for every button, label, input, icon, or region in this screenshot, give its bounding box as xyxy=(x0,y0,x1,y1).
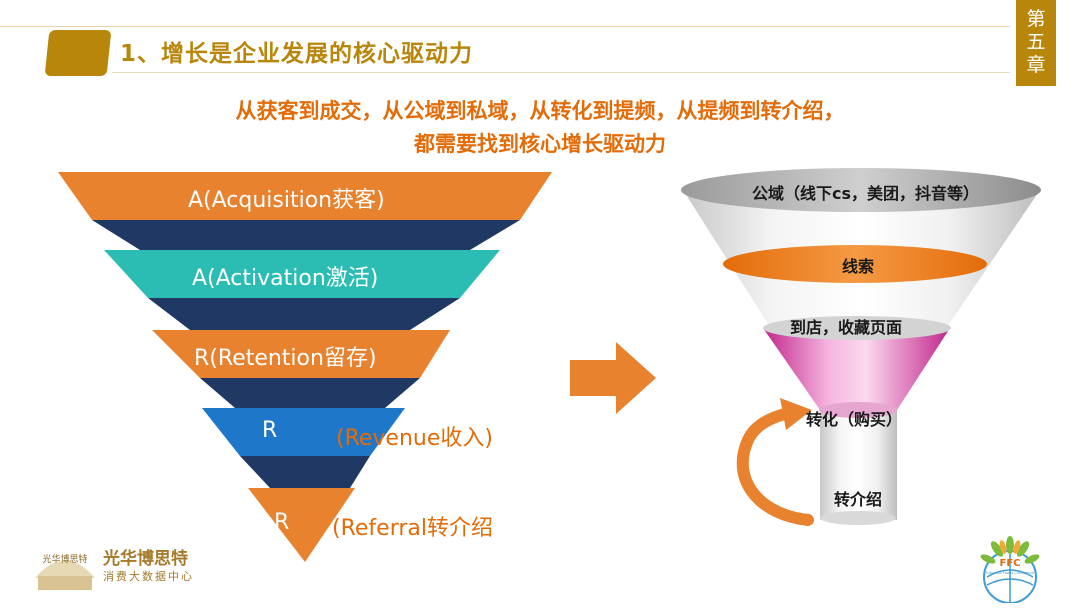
chapter-tab: 第 五 章 xyxy=(1016,0,1056,86)
funnel-referral-label: 转介绍 xyxy=(834,490,883,509)
funnel-band-referral xyxy=(248,488,355,562)
funnel-band-retention xyxy=(152,330,450,378)
funnel-store-label: 到店，收藏页面 xyxy=(790,318,903,337)
logo-emblem-text: 光华博思特 xyxy=(42,553,87,565)
funnel-band-activation xyxy=(104,250,500,298)
stage-revenue-label: (Revenue收入) xyxy=(336,426,493,451)
funnel-connector xyxy=(92,220,520,250)
return-arrow-icon xyxy=(780,398,812,430)
funnel-band-revenue xyxy=(202,408,405,456)
funnel-connector xyxy=(240,456,370,488)
stage-referral-letter: R xyxy=(274,510,290,535)
subtitle-line-2: 都需要找到核心增长驱动力 xyxy=(414,132,666,156)
ffc-logo-subtext: Futuristic Foods Conference xyxy=(986,571,1035,575)
logo-name: 光华博思特 xyxy=(103,549,188,569)
chapter-char: 五 xyxy=(1026,31,1046,53)
title-rule xyxy=(112,72,1010,73)
stage-retention-label: R(Retention留存) xyxy=(194,346,377,371)
sales-funnel-right xyxy=(681,168,1041,526)
guanghua-logo-emblem: 光华博思特 xyxy=(35,553,95,590)
funnel-leads-label: 线索 xyxy=(842,257,875,276)
page-title: 1、增长是企业发展的核心驱动力 xyxy=(120,41,474,67)
funnel-connector xyxy=(200,378,420,408)
chapter-char: 第 xyxy=(1026,8,1046,30)
subtitle-line-1: 从获客到成交，从公域到私域，从转化到提频，从提频到转介绍， xyxy=(235,99,845,123)
chapter-char: 章 xyxy=(1026,54,1046,76)
funnel-connector xyxy=(148,298,460,330)
stage-referral-label: (Referral转介绍 xyxy=(332,516,493,541)
top-rule xyxy=(0,26,1010,27)
funnel-top-label: 公域（线下cs，美团，抖音等） xyxy=(752,184,980,203)
right-arrow-icon xyxy=(570,342,656,414)
stage-activation-label: A(Activation激活) xyxy=(192,266,379,291)
logo-subtitle: 消费大数据中心 xyxy=(103,570,194,583)
ffc-logo: FFC Futuristic Foods Conference xyxy=(980,536,1040,603)
funnel-convert-label: 转化（购买） xyxy=(806,410,903,429)
stage-acquisition-label: A(Acquisition获客) xyxy=(188,188,385,213)
funnel-band-acquisition xyxy=(58,172,552,220)
stage-revenue-letter: R xyxy=(262,418,278,443)
ffc-logo-text: FFC xyxy=(999,558,1020,569)
